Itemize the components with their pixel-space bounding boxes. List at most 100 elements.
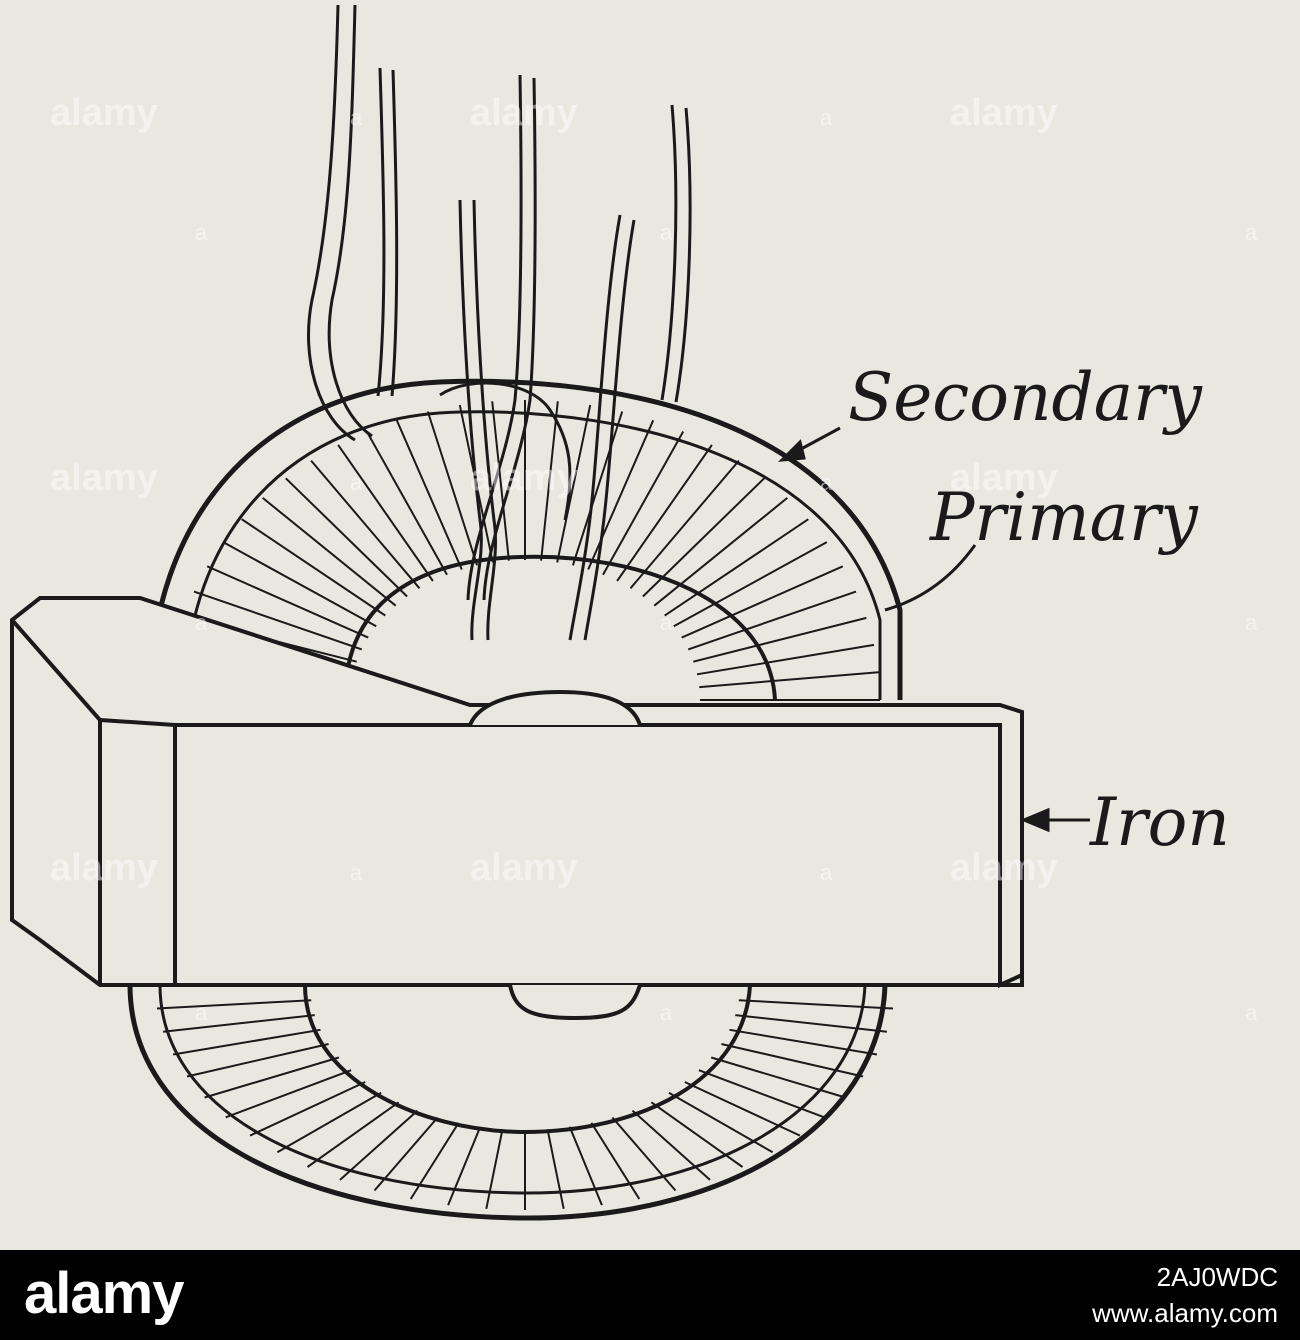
watermark-text: alamy	[470, 457, 578, 499]
winding-turn	[653, 497, 788, 607]
winding-turn	[172, 1028, 321, 1056]
iron-bar-right-bevel	[998, 725, 1023, 989]
winding-turn	[206, 565, 369, 639]
secondary-winding-outline	[147, 378, 903, 701]
winding-turn	[241, 518, 386, 617]
winding-turn	[339, 1109, 419, 1181]
iron-arrowhead	[1020, 807, 1050, 833]
winding-turn	[710, 1056, 846, 1099]
winding-turn	[735, 1014, 888, 1033]
brand-logo[interactable]: alamy	[24, 1261, 184, 1326]
primary-leader	[884, 544, 977, 612]
winding-turn	[262, 497, 397, 607]
watermark-text: alamy	[470, 92, 578, 134]
winding-turn	[186, 1043, 329, 1078]
watermark-text: alamy	[50, 847, 158, 889]
iron-bar-front-face	[173, 723, 1002, 987]
winding-turn	[668, 1091, 774, 1154]
winding-turn	[650, 1101, 744, 1168]
winding-turn	[629, 459, 740, 589]
lead-wire	[327, 4, 373, 438]
lead-wire-loop	[439, 381, 572, 521]
lead-wire	[376, 67, 386, 397]
lead-wire	[583, 219, 636, 641]
watermark-mark: a	[660, 1000, 673, 1025]
winding-turn	[556, 404, 592, 563]
lead-wire	[390, 69, 399, 397]
winding-turn	[587, 419, 655, 570]
label-leaders	[778, 426, 1090, 833]
winding-turn	[699, 671, 879, 689]
watermark-text: alamy	[950, 92, 1058, 134]
winding-turn	[204, 1056, 340, 1099]
winding-turn	[698, 1069, 825, 1119]
watermark-mark: a	[660, 220, 673, 245]
watermark-text: alamy	[950, 847, 1058, 889]
lead-wire	[472, 199, 497, 641]
winding-turn	[395, 419, 463, 570]
winding-turn	[447, 1126, 482, 1206]
winding-turn	[409, 1122, 460, 1200]
watermark-mark: a	[195, 1000, 208, 1025]
watermark-mark: a	[350, 860, 363, 885]
watermark-mark: a	[350, 105, 363, 130]
winding-turn	[611, 1116, 677, 1192]
watermark-mark: a	[1245, 610, 1258, 635]
core-window-bottom	[508, 984, 642, 1021]
winding-turn	[193, 590, 363, 651]
watermark-text: alamy	[470, 847, 578, 889]
winding-turn	[721, 1043, 864, 1078]
winding-turn	[693, 616, 867, 663]
iron-label: Iron	[1089, 784, 1230, 861]
winding-turn	[571, 411, 624, 566]
site-url-link[interactable]: www.alamy.com	[1092, 1298, 1278, 1328]
winding-turn	[602, 431, 685, 576]
winding-turn	[365, 431, 448, 576]
image-id: 2AJ0WDC	[1156, 1262, 1278, 1292]
winding-turn	[681, 565, 844, 639]
watermark-text: alamy	[950, 457, 1058, 499]
winding-turn	[162, 1014, 315, 1033]
winding-turn	[696, 643, 875, 676]
stock-footer-bar: alamy 2AJ0WDC www.alamy.com	[0, 1250, 1300, 1340]
winding-turn	[225, 1069, 352, 1119]
winding-turn	[306, 1101, 400, 1168]
secondary-label: Secondary	[848, 359, 1203, 436]
winding-turn	[491, 401, 510, 561]
iron-core-bar	[10, 596, 1024, 1021]
winding-turn	[285, 477, 408, 598]
winding-turn	[568, 1126, 603, 1206]
winding-turn	[729, 1028, 878, 1056]
winding-turn	[687, 590, 857, 651]
core-inner-edge	[343, 554, 777, 701]
winding-turn	[642, 477, 765, 598]
lead-wire	[482, 77, 537, 601]
lead-wire	[568, 214, 622, 641]
winding-turn	[546, 1129, 565, 1209]
winding-turn	[684, 1081, 801, 1137]
winding-turn	[616, 444, 713, 582]
watermark-mark: a	[195, 220, 208, 245]
lead-wire	[660, 104, 678, 401]
winding-turn	[590, 1122, 641, 1200]
toroid-lower-outline	[127, 984, 888, 1221]
lead-wire	[307, 4, 356, 442]
winding-turn	[426, 411, 479, 566]
winding-turn	[156, 999, 312, 1010]
watermark-mark: a	[820, 105, 833, 130]
lead-wire	[458, 199, 483, 641]
winding-turn	[337, 444, 434, 582]
watermark-mark: a	[195, 610, 208, 635]
winding-turn	[673, 541, 828, 628]
winding-turn	[631, 1109, 711, 1181]
core-window-top	[468, 689, 642, 726]
secondary-arrowhead	[778, 439, 806, 462]
toroid-lower-outline-inner	[158, 984, 867, 1195]
watermark-mark: a	[1245, 220, 1258, 245]
winding-turn	[373, 1116, 439, 1192]
winding-turn	[249, 1081, 366, 1137]
winding-turns-lower	[155, 984, 895, 1210]
lead-wire	[674, 107, 692, 403]
